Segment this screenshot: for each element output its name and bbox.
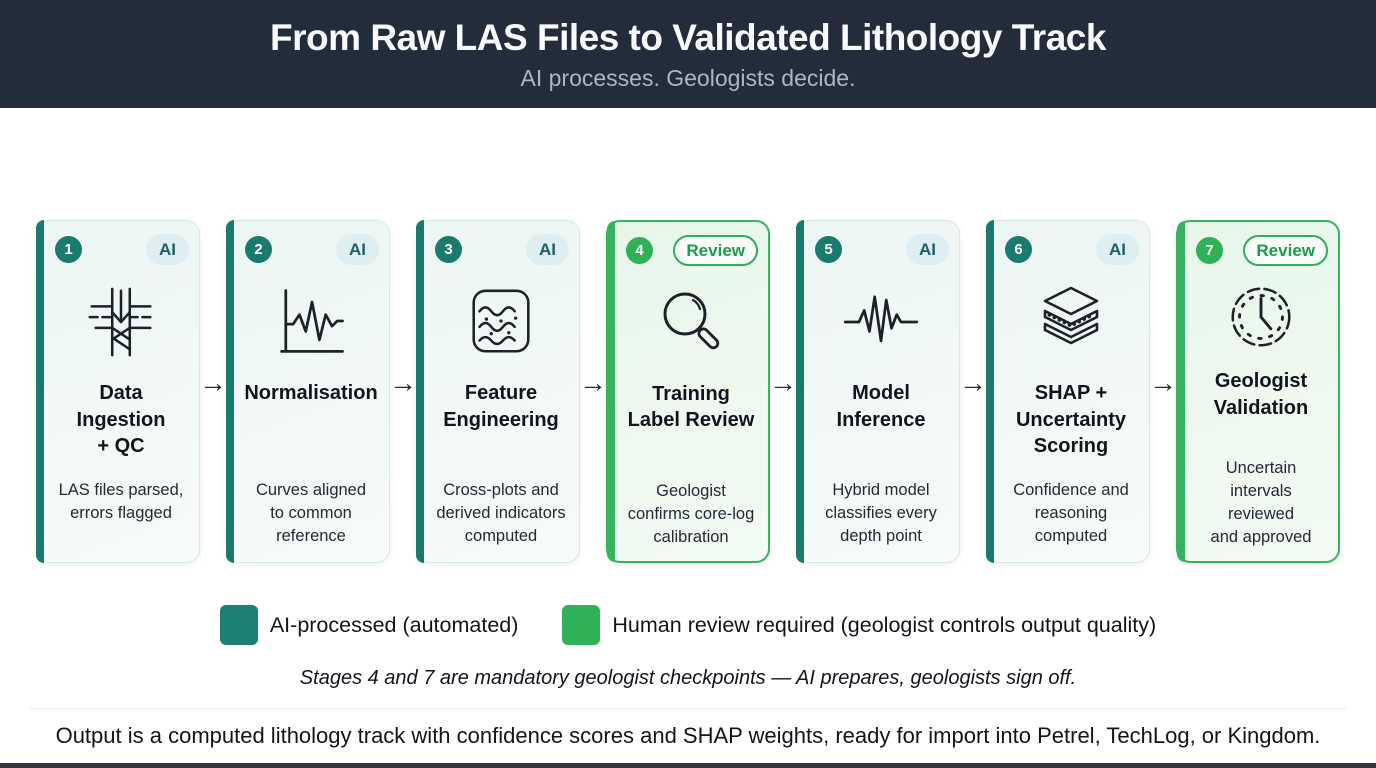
stage-card-6: 6 AI SHAP + Uncertainty Scoring Confiden… (986, 220, 1150, 563)
legend-label-ai: AI-processed (automated) (269, 612, 519, 637)
legend-swatch-review (562, 605, 601, 645)
stage-type-badge: AI (336, 233, 379, 265)
stage-title: SHAP + Uncertainty Scoring (1015, 382, 1127, 458)
page-title: From Raw LAS Files to Validated Litholog… (270, 16, 1106, 58)
strata-layers-icon (472, 289, 530, 353)
stage-card-7: 7 Review Geologist Validation Uncertain … (1176, 220, 1340, 563)
stage-type-badge: Review (1243, 234, 1328, 266)
stage-card-4: 4 Review Training Label Review Geologist… (606, 220, 770, 563)
divider (30, 708, 1346, 709)
stage-type-badge: AI (526, 233, 569, 265)
stage-title: Normalisation (244, 382, 378, 404)
stage-description: Geologist confirms core-log calibration (627, 481, 755, 546)
output-summary: Output is a computed lithology track wit… (55, 723, 1321, 748)
stage-card-1: 1 AI Data Ingestion + QC LAS files parse… (36, 220, 200, 563)
legend-swatch-ai (219, 605, 258, 645)
stage-description: Confidence and reasoning computed (1013, 481, 1129, 546)
flow-arrow: → (389, 366, 417, 398)
bottom-cutoff-strip (0, 763, 1376, 768)
stage-card-3: 3 AI Feature Engineering Cross-plots and… (416, 220, 580, 563)
flow-arrow: → (199, 366, 227, 398)
legend-label-review: Human review required (geologist control… (612, 612, 1157, 637)
page-header: From Raw LAS Files to Validated Litholog… (0, 0, 1376, 108)
magnifier-icon (663, 292, 720, 350)
clock-icon (1231, 287, 1291, 347)
stage-card-2: 2 AI Normalisation Curves aligned to com… (226, 220, 390, 563)
stage-description: LAS files parsed, errors flagged (58, 481, 184, 523)
stage-title: Geologist Validation (1213, 370, 1309, 419)
stage-number-badge: 2 (245, 235, 272, 263)
stage-description: Hybrid model classifies every depth poin… (825, 481, 937, 546)
stage-title: Feature Engineering (443, 382, 559, 431)
well-log-download-icon (88, 287, 152, 357)
stage-card-5: 5 AI Model Inference Hybrid model classi… (796, 220, 960, 563)
stage-number-badge: 5 (815, 235, 842, 263)
stage-type-badge: AI (146, 233, 189, 265)
stage-number-badge: 1 (55, 235, 82, 263)
checkpoint-note: Stages 4 and 7 are mandatory geologist c… (299, 667, 1077, 689)
flow-arrow: → (579, 366, 607, 398)
stage-number-badge: 4 (626, 236, 653, 264)
stage-description: Curves aligned to common reference (255, 481, 367, 546)
stage-number-badge: 6 (1005, 235, 1032, 263)
flow-arrow: → (769, 366, 797, 398)
stage-type-badge: AI (906, 233, 949, 265)
stage-description: Cross-plots and derived indicators compu… (436, 481, 566, 546)
stacked-layers-icon (1043, 286, 1099, 345)
flow-arrow: → (959, 366, 987, 398)
flow-arrow: → (1149, 366, 1177, 398)
stage-type-badge: Review (673, 234, 758, 266)
stage-description: Uncertain intervals reviewed and approve… (1210, 458, 1312, 546)
stage-title: Model Inference (836, 382, 926, 431)
stage-number-badge: 3 (435, 235, 462, 263)
log-curve-chart-icon (280, 289, 344, 353)
stage-title: Data Ingestion + QC (76, 382, 166, 458)
stage-title: Training Label Review (627, 382, 755, 432)
legend-item-ai: AI-processed (automated) (219, 605, 519, 645)
page-subtitle: AI processes. Geologists decide. (520, 64, 856, 91)
stage-type-badge: AI (1096, 233, 1139, 265)
waveform-icon (843, 295, 919, 343)
stage-number-badge: 7 (1196, 236, 1223, 264)
workflow-row: 1 AI Data Ingestion + QC LAS files parse… (0, 220, 1376, 563)
legend-item-review: Human review required (geologist control… (562, 605, 1156, 645)
legend: AI-processed (automated) Human review re… (0, 605, 1376, 645)
